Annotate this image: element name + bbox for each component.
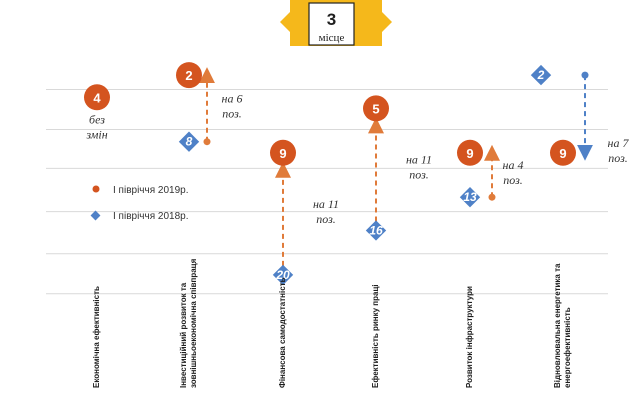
category-label: Розвиток інфраструктури — [465, 286, 474, 388]
change-label-line2: змін — [85, 127, 107, 141]
current-rank-value: 2 — [185, 68, 192, 83]
rank-number: 3 — [327, 10, 336, 29]
change-arrow-tail — [581, 71, 589, 79]
change-label-line1: на 7 — [608, 136, 630, 150]
current-rank-value: 4 — [93, 90, 101, 105]
gridlines — [46, 89, 608, 295]
legend: І півріччя 2019р. І півріччя 2018р. — [90, 185, 189, 222]
rank-label: місце — [319, 32, 345, 44]
change-label-line2: поз. — [222, 106, 242, 120]
change-arrow-tail — [203, 138, 211, 146]
current-rank-marker — [550, 139, 576, 166]
category-label: зовнішньоекономічна співпраця — [189, 258, 198, 388]
rank-badge: 3 місце — [280, 0, 392, 46]
category-label: Ефективність ринку праці — [371, 284, 380, 388]
category-label: Інвестиційний розвиток та — [179, 282, 188, 388]
change-label-line1: на 6 — [222, 91, 243, 105]
prev-rank-marker — [365, 220, 387, 241]
category-labels: Економічна ефективність Інвестиційний роз… — [92, 258, 572, 388]
category-label: енергоефективність — [563, 307, 572, 388]
current-rank-marker — [270, 139, 296, 166]
change-label-line2: поз. — [608, 151, 628, 165]
prev-rank-marker — [178, 131, 200, 152]
current-rank-marker — [363, 95, 389, 122]
legend-previous-label: І півріччя 2018р. — [113, 211, 189, 222]
current-rank-marker — [457, 139, 483, 166]
change-label-line2: поз. — [503, 173, 523, 187]
prev-rank-value: 8 — [186, 135, 193, 149]
prev-rank-marker — [459, 187, 481, 208]
current-rank-value: 9 — [466, 146, 473, 161]
change-label-line1: на 11 — [406, 152, 432, 166]
change-label-line2: поз. — [316, 212, 336, 226]
change-arrows — [199, 67, 593, 279]
current-rank-value: 9 — [559, 146, 566, 161]
rank-markers: 448220916513929 — [84, 62, 576, 286]
current-rank-value: 5 — [372, 101, 379, 116]
current-rank-marker — [84, 84, 110, 111]
badge-box — [308, 2, 355, 46]
change-label-line1: без — [89, 112, 105, 126]
prev-rank-value: 13 — [463, 190, 477, 204]
change-label-line1: на 11 — [313, 197, 339, 211]
category-label: Фінансова самодостатність — [278, 277, 287, 388]
change-arrow-tail — [488, 193, 496, 201]
category-label: Відновлювальна енергетика та — [553, 263, 562, 388]
category-label: Економічна ефективність — [92, 286, 101, 388]
prev-rank-value: 20 — [275, 268, 290, 282]
legend-current-label: І півріччя 2019р. — [113, 185, 189, 196]
legend-previous-marker — [90, 210, 101, 221]
change-label-line2: поз. — [409, 167, 429, 181]
legend-current-marker — [92, 185, 100, 193]
change-label-line1: на 4 — [503, 158, 524, 172]
current-rank-value: 9 — [279, 146, 286, 161]
prev-rank-value: 16 — [369, 224, 383, 238]
current-rank-marker — [176, 62, 202, 89]
prev-rank-value: 2 — [537, 68, 545, 82]
